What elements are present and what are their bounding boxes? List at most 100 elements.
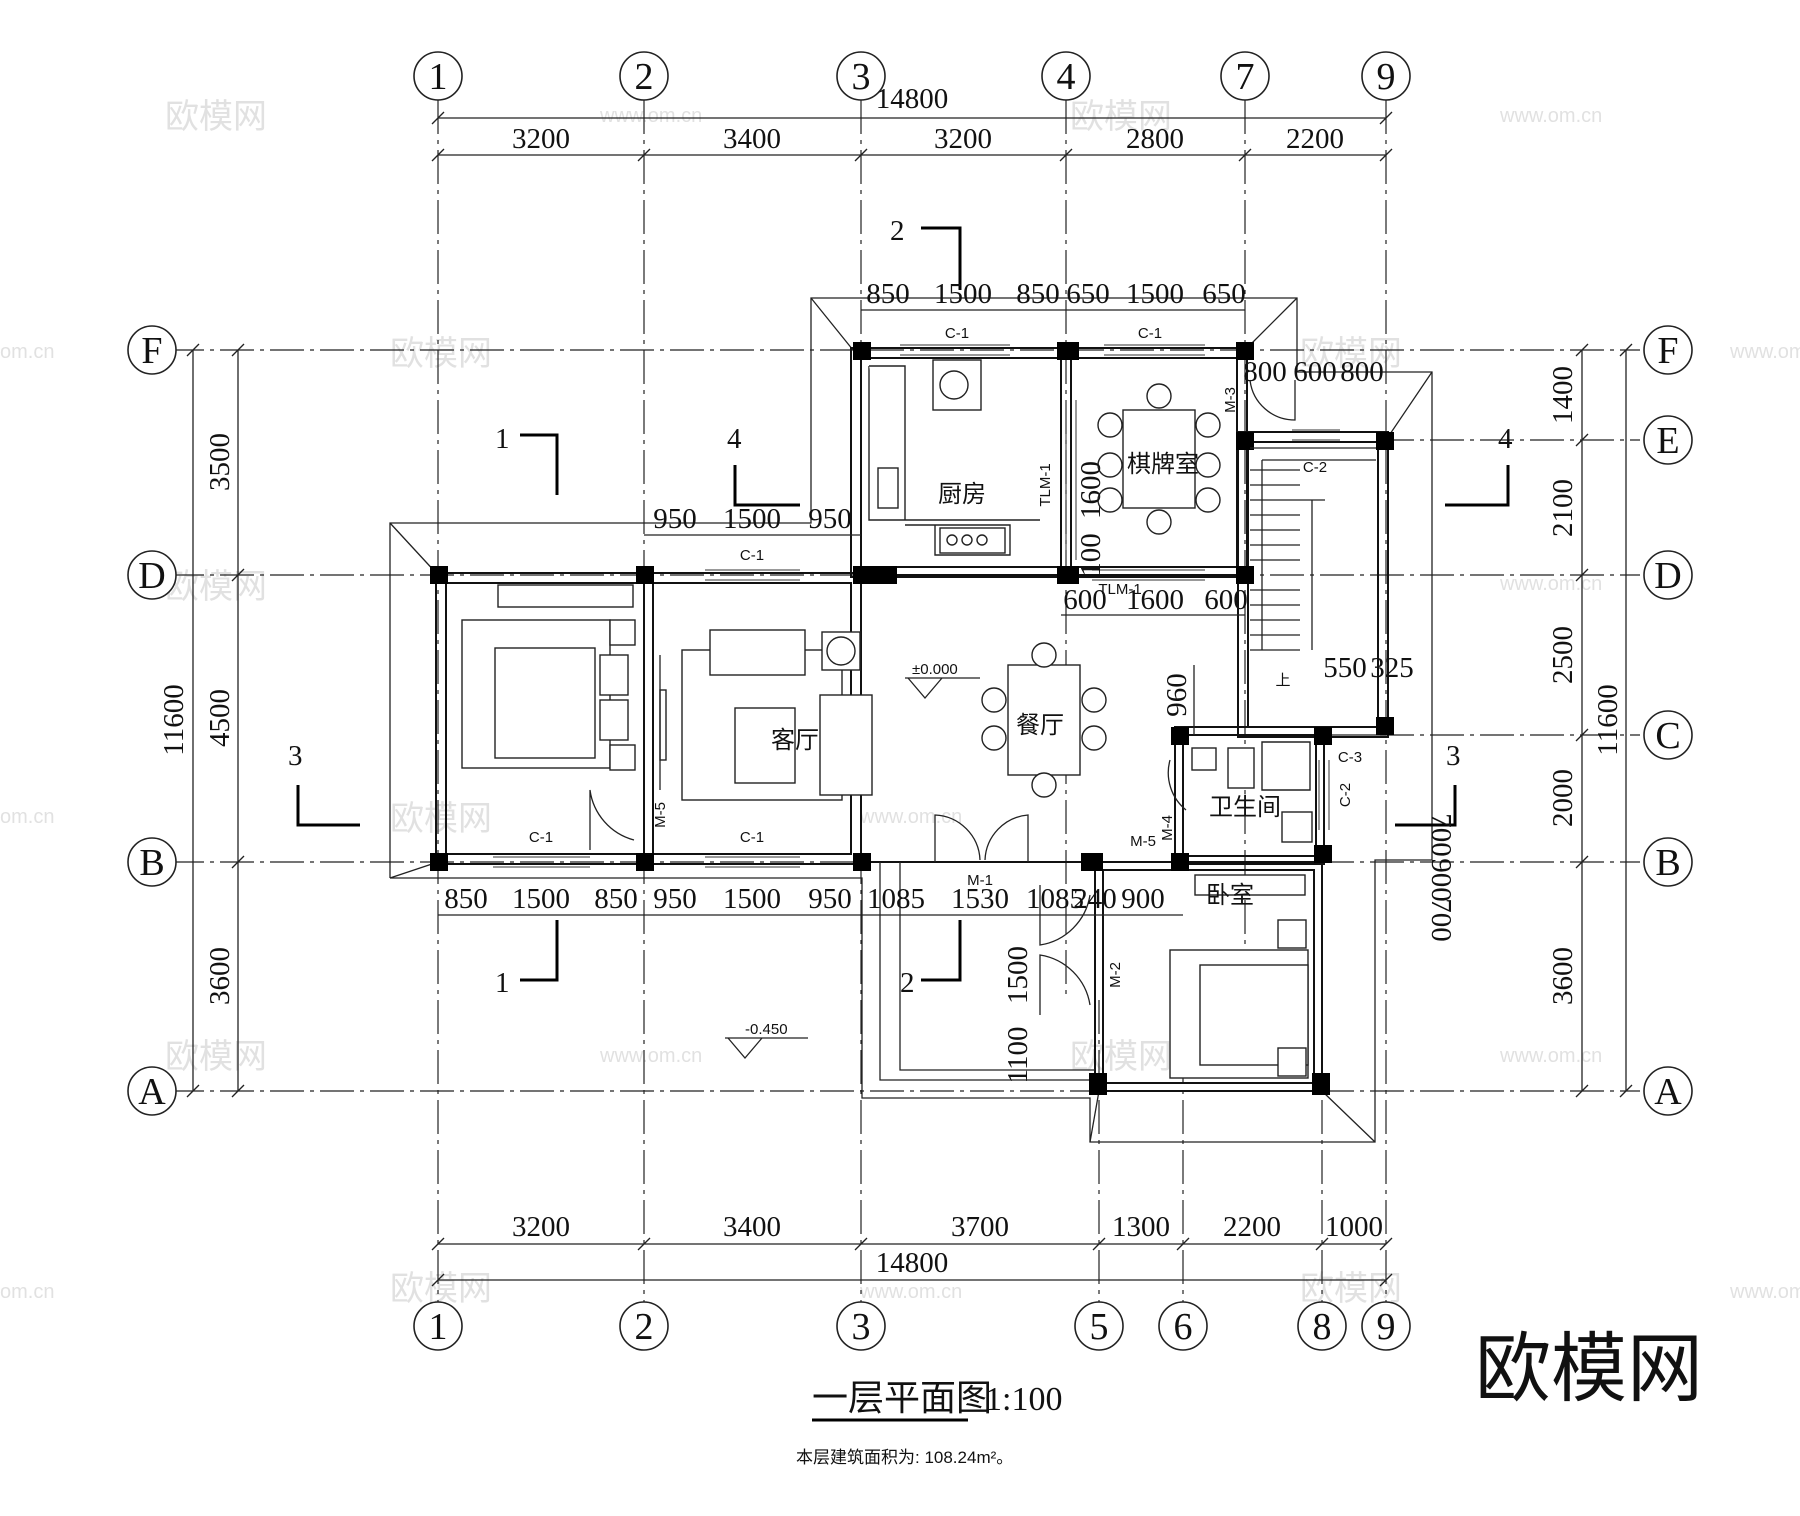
axis-bubbles-bottom: 1 2 3 5 6 8 9 xyxy=(413,1301,1411,1351)
watermark-url: om.cn xyxy=(0,806,54,828)
dim-span: 1500 xyxy=(723,883,781,915)
dim-span: 1600 xyxy=(1075,461,1107,519)
columns xyxy=(430,342,1394,1095)
elevation-marks: ±0.000 -0.450 xyxy=(725,661,980,1060)
axis-label-bottom: 2 xyxy=(635,1306,654,1348)
dimension-top: 14800 3200 3400 3200 2800 2200 xyxy=(431,83,1393,162)
dim-span: 1085 xyxy=(867,883,925,915)
axis-label-top: 2 xyxy=(635,56,654,98)
axis-label-bottom: 9 xyxy=(1377,1306,1396,1348)
dim-span: 3200 xyxy=(512,1211,570,1243)
inner-dimensions: 850 1500 850 650 1500 650 950 1500 950 8… xyxy=(438,278,1457,1083)
opening-label: C-2 xyxy=(1303,459,1327,476)
watermark-text: 欧模网 xyxy=(390,335,492,373)
axis-bubbles-top: 1 2 3 4 7 9 xyxy=(413,51,1411,101)
axis-label-right: D xyxy=(1654,555,1681,597)
dim-span: 600 xyxy=(1063,584,1107,616)
section-markers: 1 1 2 2 3 3 4 4 xyxy=(288,215,1513,999)
axis-label-top: 9 xyxy=(1377,56,1396,98)
dim-total-top: 14800 xyxy=(876,83,949,115)
dim-span: 1530 xyxy=(951,883,1009,915)
dim-span: 1600 xyxy=(1126,584,1184,616)
title-block: 一层平面图 1:100 本层建筑面积为: 108.24m²。 xyxy=(796,1378,1062,1467)
opening-label: M-5 xyxy=(1130,833,1156,850)
room-labels: 厨房 棋牌室 客厅 餐厅 卫生间 卧室 上 xyxy=(771,451,1291,909)
dim-span: 100 xyxy=(1075,533,1107,577)
watermark-url: om.cn xyxy=(0,341,54,363)
axis-label-bottom: 3 xyxy=(852,1306,871,1348)
dim-span: 3600 xyxy=(204,947,236,1005)
elevation-outdoor: -0.450 xyxy=(745,1021,788,1038)
axis-grid-horizontal xyxy=(170,349,1640,1092)
dim-total-bottom: 14800 xyxy=(876,1247,949,1279)
staircase xyxy=(1250,447,1376,651)
dim-span: 3200 xyxy=(512,123,570,155)
dim-span: 1100 xyxy=(1002,1027,1034,1084)
dim-span: 1500 xyxy=(1126,278,1184,310)
dim-span: 2000 xyxy=(1547,769,1579,827)
watermark-url: www.om.cn xyxy=(859,1281,962,1303)
axis-label-left: F xyxy=(141,330,162,372)
dim-span: 950 xyxy=(653,883,697,915)
room-label-bedroom: 卧室 xyxy=(1206,882,1254,909)
opening-label: C-3 xyxy=(1338,749,1362,766)
dim-span: 3700 xyxy=(951,1211,1009,1243)
section-label: 4 xyxy=(1498,423,1513,455)
area-note: 本层建筑面积为: 108.24m²。 xyxy=(796,1448,1013,1467)
watermark-url: www.om.cn xyxy=(599,105,702,127)
opening-label: M-1 xyxy=(967,872,993,889)
eave-outline xyxy=(389,297,1433,1143)
opening-label: M-2 xyxy=(1107,962,1124,988)
dim-span: 2100 xyxy=(1547,479,1579,537)
drawing-scale: 1:100 xyxy=(985,1381,1062,1418)
dim-span: 2800 xyxy=(1126,123,1184,155)
dim-span: 600 xyxy=(1293,356,1337,388)
dim-span: 550 xyxy=(1323,652,1367,684)
dim-span: 2500 xyxy=(1547,626,1579,684)
axis-bubbles-left: F D B A xyxy=(127,325,177,1116)
section-label: 3 xyxy=(288,740,303,772)
axis-label-top: 1 xyxy=(429,56,448,98)
watermark-url: www.om.cn xyxy=(1499,573,1602,595)
watermark-text: 欧模网 xyxy=(1070,98,1172,136)
faint-watermarks: 欧模网 www.om.cn 欧模网 www.om.cn 欧模网 欧模网 om.c… xyxy=(0,98,1800,1308)
room-label-card-room: 棋牌室 xyxy=(1127,451,1199,478)
dim-span: 1085 xyxy=(1026,883,1084,915)
section-label: 1 xyxy=(495,423,510,455)
dim-span: 1500 xyxy=(723,503,781,535)
watermark-url: www.om.cn xyxy=(1499,1045,1602,1067)
opening-label: M-5 xyxy=(652,802,669,828)
dim-span: 800 xyxy=(1243,356,1287,388)
opening-label: M-3 xyxy=(1222,387,1239,413)
axis-label-top: 3 xyxy=(852,56,871,98)
dim-span: 1500 xyxy=(512,883,570,915)
watermark-url: om.cn xyxy=(0,1281,54,1303)
axis-label-bottom: 8 xyxy=(1313,1306,1332,1348)
axis-label-right: C xyxy=(1655,715,1680,757)
dim-span: 600 xyxy=(1204,584,1248,616)
dim-span: 3200 xyxy=(934,123,992,155)
section-label: 2 xyxy=(900,967,915,999)
dim-span: 850 xyxy=(1016,278,1060,310)
room-label-living: 客厅 xyxy=(771,727,819,754)
watermark-text: 欧模网 xyxy=(1300,335,1402,373)
opening-label: TLM-1 xyxy=(1098,581,1141,598)
dim-span: 2200 xyxy=(1286,123,1344,155)
brand-watermark: 欧模网 xyxy=(1475,1327,1703,1412)
watermark-url: www.om.cn xyxy=(1729,1281,1800,1303)
dim-total-right: 11600 xyxy=(1592,684,1624,755)
opening-label: TLM-1 xyxy=(1037,463,1054,506)
opening-label: C-1 xyxy=(945,325,969,342)
section-label: 3 xyxy=(1446,740,1461,772)
watermark-text: 欧模网 xyxy=(165,98,267,136)
axis-label-bottom: 5 xyxy=(1090,1306,1109,1348)
dim-span: 850 xyxy=(444,883,488,915)
axis-label-bottom: 6 xyxy=(1174,1306,1193,1348)
furniture xyxy=(461,359,1313,1079)
dim-span: 3400 xyxy=(723,1211,781,1243)
dim-span: 325 xyxy=(1370,652,1414,684)
opening-label: C-1 xyxy=(740,829,764,846)
dim-span: 2200 xyxy=(1223,1211,1281,1243)
dim-span: 1400 xyxy=(1547,366,1579,424)
